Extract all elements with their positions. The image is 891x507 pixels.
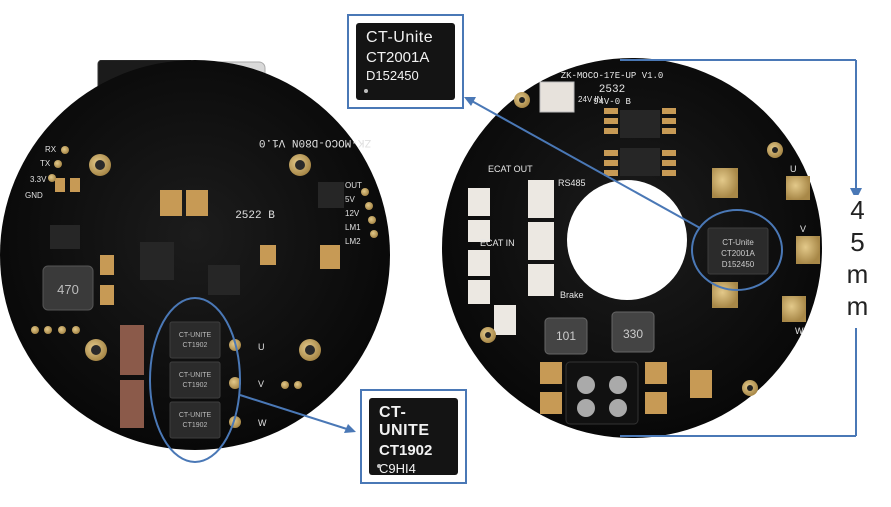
svg-text:U: U [258, 342, 265, 352]
callout-ct1902-chip: CT-UNITE CT1902 C9HI4 [369, 398, 458, 476]
svg-text:RS485: RS485 [558, 178, 586, 188]
svg-text:470: 470 [57, 282, 79, 297]
svg-text:ZK-MOCO-17E-UP V1.0: ZK-MOCO-17E-UP V1.0 [561, 71, 664, 81]
left-inductor-470 [42, 265, 94, 311]
svg-text:5V: 5V [345, 195, 355, 204]
svg-text:V: V [800, 224, 806, 234]
svg-text:W: W [258, 418, 267, 428]
svg-text:OUT: OUT [345, 181, 362, 190]
svg-text:3.3V: 3.3V [30, 175, 47, 184]
svg-text:ZK-MOCO-D80N V1.0: ZK-MOCO-D80N V1.0 [259, 136, 371, 148]
pin1-dot [377, 464, 381, 468]
svg-text:101: 101 [556, 329, 576, 343]
callout-ct2001a: CT-Unite CT2001A D152450 [347, 14, 464, 109]
svg-text:RX: RX [45, 145, 57, 154]
right-arrow-line [469, 99, 701, 229]
callout-ct1902-brand: CT-UNITE [379, 404, 430, 439]
svg-text:Brake: Brake [560, 290, 584, 300]
callout-ct2001a-brand: CT-Unite [366, 29, 434, 46]
callout-ct2001a-part: CT2001A [366, 49, 430, 66]
left-board: 470 CT-UNITE CT1902 CT-UNITE CT1902 CT-U… [0, 0, 400, 450]
callout-ct2001a-lot: D152450 [366, 68, 419, 83]
svg-text:2532: 2532 [599, 84, 625, 96]
left-arrow-line [239, 394, 351, 431]
right-ct2001a-chip [707, 227, 769, 275]
svg-text:TX: TX [40, 159, 51, 168]
svg-text:CT1902: CT1902 [183, 422, 208, 429]
svg-text:CT-UNITE: CT-UNITE [179, 372, 212, 379]
svg-text:12V: 12V [345, 209, 360, 218]
svg-text:W: W [795, 326, 804, 336]
svg-text:LM1: LM1 [345, 223, 361, 232]
svg-text:CT1902: CT1902 [183, 382, 208, 389]
svg-text:GND: GND [25, 191, 43, 200]
callout-ct1902-lot: C9HI4 [379, 461, 416, 476]
left-ct1902-chips: CT-UNITE CT1902 CT-UNITE CT1902 CT-UNITE… [169, 321, 221, 439]
right-center-hole [567, 180, 687, 300]
svg-text:CT-UNITE: CT-UNITE [179, 412, 212, 419]
svg-text:CT-UNITE: CT-UNITE [179, 332, 212, 339]
svg-text:CT2001A: CT2001A [721, 249, 755, 258]
svg-text:330: 330 [623, 327, 643, 341]
svg-text:2522 B: 2522 B [235, 210, 275, 222]
svg-text:ECAT OUT: ECAT OUT [488, 164, 533, 174]
pin1-dot [364, 89, 368, 93]
callout-ct2001a-chip: CT-Unite CT2001A D152450 [356, 23, 455, 100]
svg-text:ECAT IN: ECAT IN [480, 238, 515, 248]
svg-text:CT-Unite: CT-Unite [722, 238, 754, 247]
svg-text:V: V [258, 379, 264, 389]
dimension-label: 45mm [840, 195, 874, 328]
svg-text:D152450: D152450 [722, 260, 755, 269]
svg-text:CT1902: CT1902 [183, 342, 208, 349]
left-chip-highlight [149, 297, 241, 463]
svg-text:24V IN: 24V IN [578, 95, 603, 104]
dimension-label-text: 45mm [842, 195, 873, 323]
svg-text:U: U [790, 164, 797, 174]
callout-ct1902-part: CT1902 [379, 442, 433, 459]
callout-ct1902: CT-UNITE CT1902 C9HI4 [360, 389, 467, 484]
right-board: CT-Unite CT2001A D152450 101 330 ZK-MOC [442, 58, 822, 438]
right-chip-highlight [691, 209, 783, 291]
svg-text:94V-0 B: 94V-0 B [593, 97, 631, 107]
svg-text:LM2: LM2 [345, 237, 361, 246]
